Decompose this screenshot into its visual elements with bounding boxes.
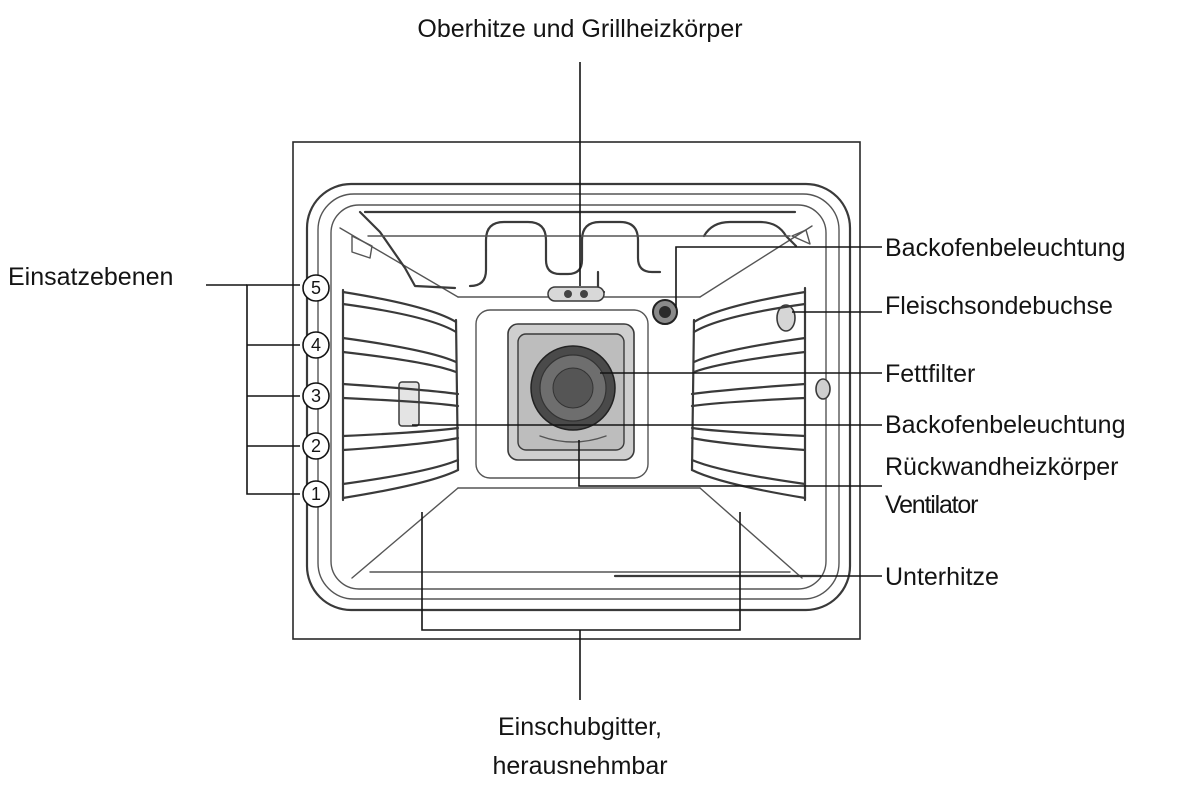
side-light-left-fixture	[398, 381, 420, 427]
leader-shelf-bracket	[246, 284, 300, 495]
leader-lines	[206, 62, 882, 700]
label-top-heater: Oberhitze und Grillheizkörper	[417, 15, 742, 43]
leader-oven-light-top	[675, 246, 882, 308]
oven-light-top-fixture	[652, 299, 678, 325]
left-shelf-runners	[341, 235, 460, 502]
shelf-level-markers: 5 4 3 2 1	[302, 274, 330, 508]
side-light-right-fixture	[815, 378, 831, 400]
level-2: 2	[311, 436, 321, 456]
leader-rear-heater	[578, 440, 882, 487]
level-5: 5	[311, 278, 321, 298]
label-shelf-levels: Einsatzebenen	[8, 263, 173, 291]
label-shelf-runners-line2: herausnehmbar	[492, 752, 667, 780]
level-4: 4	[311, 335, 321, 355]
label-meat-probe-socket: Fleischsondebuchse	[885, 292, 1113, 320]
level-1: 1	[311, 484, 321, 504]
outer-frame	[292, 141, 861, 640]
callout-labels: Oberhitze und Grillheizkörper Einsatzebe…	[8, 15, 1125, 780]
top-heater-element	[358, 210, 798, 294]
label-oven-light-side: Backofenbeleuchtung	[885, 411, 1125, 439]
label-bottom-heater: Unterhitze	[885, 563, 999, 591]
leader-shelf-runners	[421, 512, 741, 631]
label-rear-heater: Rückwandheizkörper	[885, 453, 1118, 481]
level-3: 3	[311, 386, 321, 406]
label-oven-light-top: Backofenbeleuchtung	[885, 234, 1125, 262]
right-shelf-runners	[690, 229, 811, 502]
label-fan: Ventilator	[885, 491, 978, 519]
label-grease-filter: Fettfilter	[885, 360, 975, 388]
rear-wall-fan	[475, 286, 649, 479]
label-shelf-runners-line1: Einschubgitter,	[498, 713, 662, 741]
meat-probe-socket-fixture	[776, 304, 796, 332]
